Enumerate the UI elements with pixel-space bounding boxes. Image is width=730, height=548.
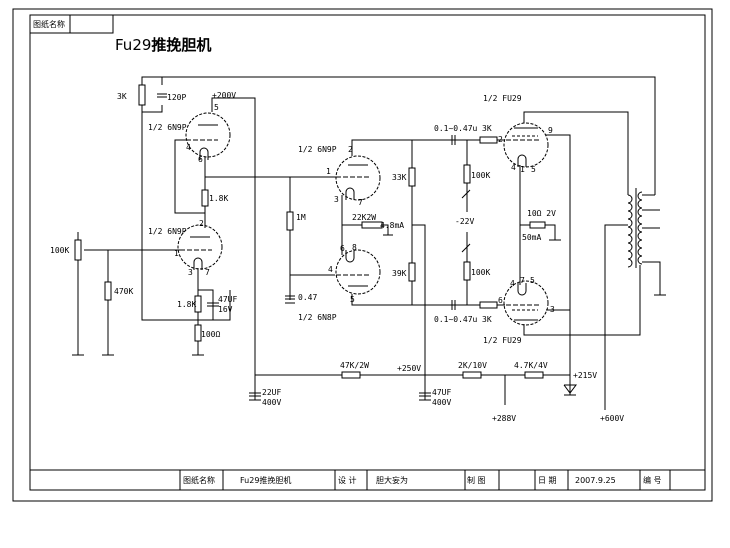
svg-text:10Ω 2V: 10Ω 2V xyxy=(527,209,556,218)
svg-text:3K: 3K xyxy=(117,92,127,101)
svg-text:2: 2 xyxy=(348,145,353,154)
svg-text:2: 2 xyxy=(498,135,503,144)
svg-text:3: 3 xyxy=(334,195,339,204)
svg-text:-22V: -22V xyxy=(455,217,474,226)
svg-text:1/2 6N9P: 1/2 6N9P xyxy=(148,227,187,236)
svg-text:7: 7 xyxy=(358,198,363,207)
tb-design-value: 胆大妄为 xyxy=(376,475,408,485)
svg-text:5: 5 xyxy=(350,295,355,304)
svg-text:47UF: 47UF xyxy=(432,388,451,397)
tb-date-value: 2007.9.25 xyxy=(575,476,616,485)
title-prefix: Fu29 xyxy=(115,36,151,54)
svg-text:4: 4 xyxy=(328,265,333,274)
svg-text:1/2 6N9P: 1/2 6N9P xyxy=(148,123,187,132)
corner-label: 图纸名称 xyxy=(33,19,65,29)
svg-text:50mA: 50mA xyxy=(522,233,541,242)
svg-text:1M: 1M xyxy=(296,213,306,222)
svg-text:39K: 39K xyxy=(392,269,407,278)
svg-text:1: 1 xyxy=(520,165,525,174)
svg-text:1.8K: 1.8K xyxy=(209,194,228,203)
title-block: 图纸名称 Fu29推挽胆机 设 计 胆大妄为 制 图 日 期 2007.9.25… xyxy=(30,469,705,490)
svg-text:1: 1 xyxy=(326,167,331,176)
svg-text:120P: 120P xyxy=(167,93,186,102)
tb-number-label: 编 号 xyxy=(643,475,662,485)
svg-text:0.1~0.47u: 0.1~0.47u xyxy=(434,124,478,133)
svg-text:4.8mA: 4.8mA xyxy=(380,221,404,230)
tb-name-label: 图纸名称 xyxy=(183,475,215,485)
svg-text:100K: 100K xyxy=(471,268,490,277)
tb-design-label: 设 计 xyxy=(338,475,357,485)
svg-text:1/2 FU29: 1/2 FU29 xyxy=(483,94,522,103)
svg-text:4: 4 xyxy=(510,279,515,288)
tube-v1b: 1/2 6N9P 2 1 3 7 xyxy=(148,219,223,277)
tube-v2a: 1/2 6N9P 2 1 3 7 xyxy=(298,145,381,207)
svg-text:0.1~0.47u: 0.1~0.47u xyxy=(434,315,478,324)
svg-text:+288V: +288V xyxy=(492,414,516,423)
component-labels: 3K 120P +200V 1.8K 100K 470K 1.8K 47UF 1… xyxy=(50,91,624,423)
svg-text:+215V: +215V xyxy=(573,371,597,380)
svg-text:3K: 3K xyxy=(482,124,492,133)
title-cn: 推挽胆机 xyxy=(151,36,211,54)
tube-v3b: 4 7 5 6 3 1/2 FU29 xyxy=(483,276,555,345)
svg-text:+200V: +200V xyxy=(212,91,236,100)
svg-text:100Ω: 100Ω xyxy=(201,330,220,339)
svg-text:0.47: 0.47 xyxy=(298,293,317,302)
svg-text:1/2 FU29: 1/2 FU29 xyxy=(483,336,522,345)
output-transformer xyxy=(627,191,643,268)
svg-text:33K: 33K xyxy=(392,173,407,182)
svg-text:16V: 16V xyxy=(218,305,233,314)
corner-label-box: 图纸名称 xyxy=(29,14,114,34)
tb-draw-label: 制 图 xyxy=(467,475,486,485)
svg-text:1: 1 xyxy=(174,249,179,258)
svg-text:+250V: +250V xyxy=(397,364,421,373)
svg-text:22UF: 22UF xyxy=(262,388,281,397)
svg-text:6: 6 xyxy=(340,244,345,253)
svg-text:3K: 3K xyxy=(482,315,492,324)
svg-text:5: 5 xyxy=(530,276,535,285)
svg-text:+600V: +600V xyxy=(600,414,624,423)
svg-text:22K2W: 22K2W xyxy=(352,213,376,222)
svg-text:100K: 100K xyxy=(50,246,69,255)
svg-text:4: 4 xyxy=(511,163,516,172)
svg-text:4: 4 xyxy=(186,143,191,152)
svg-text:7: 7 xyxy=(520,276,525,285)
outer-frame xyxy=(12,8,713,502)
svg-text:1.8K: 1.8K xyxy=(177,300,196,309)
svg-text:2: 2 xyxy=(199,219,204,228)
svg-text:7: 7 xyxy=(205,268,210,277)
svg-text:2K/10V: 2K/10V xyxy=(458,361,487,370)
svg-text:400V: 400V xyxy=(432,398,451,407)
page-title: Fu29推挽胆机 xyxy=(115,36,211,54)
tube-v2b: 8 6 4 5 1/2 6N8P xyxy=(298,243,381,322)
svg-text:6: 6 xyxy=(498,296,503,305)
svg-text:400V: 400V xyxy=(262,398,281,407)
svg-text:1/2 6N9P: 1/2 6N9P xyxy=(298,145,337,154)
svg-text:5: 5 xyxy=(531,165,536,174)
svg-text:8: 8 xyxy=(352,243,357,252)
tube-v1a: 1/2 6N9P 5 4 6 xyxy=(148,103,231,164)
svg-text:3: 3 xyxy=(188,268,193,277)
svg-text:1/2 6N8P: 1/2 6N8P xyxy=(298,313,337,322)
svg-text:6: 6 xyxy=(198,155,203,164)
svg-text:100K: 100K xyxy=(471,171,490,180)
svg-text:5: 5 xyxy=(214,103,219,112)
svg-text:4.7K/4V: 4.7K/4V xyxy=(514,361,548,370)
resistors xyxy=(74,84,546,379)
tube-v3a: 1/2 FU29 9 2 4 1 5 xyxy=(483,94,553,174)
tb-name-value: Fu29推挽胆机 xyxy=(240,475,291,485)
svg-text:47UF: 47UF xyxy=(218,295,237,304)
svg-text:3: 3 xyxy=(550,305,555,314)
svg-text:470K: 470K xyxy=(114,287,133,296)
svg-text:9: 9 xyxy=(548,126,553,135)
svg-text:47K/2W: 47K/2W xyxy=(340,361,369,370)
tb-date-label: 日 期 xyxy=(538,476,557,485)
bias-taps xyxy=(461,189,471,253)
capacitors xyxy=(157,93,577,397)
